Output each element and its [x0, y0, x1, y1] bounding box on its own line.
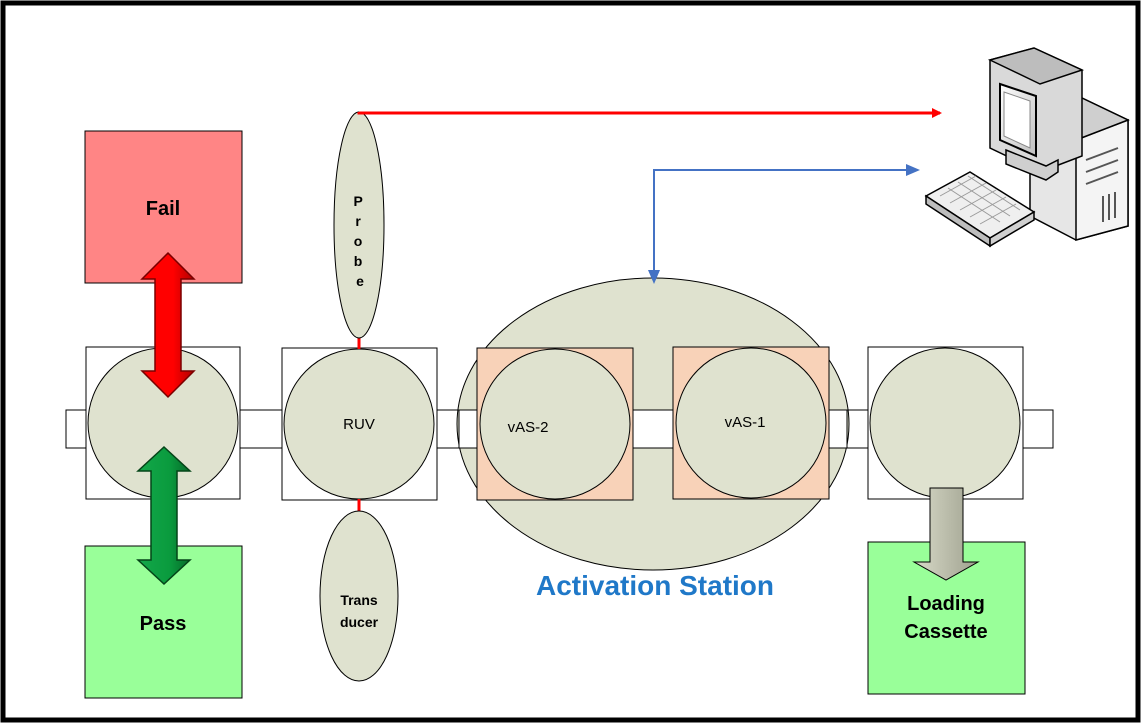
ruv-label: RUV — [343, 416, 375, 433]
pass-double-arrow — [136, 445, 192, 586]
pass-label: Pass — [140, 613, 187, 635]
loading-label-line1: Loading — [907, 593, 985, 615]
activation-signal-line — [653, 169, 910, 272]
activation-signal-arrowhead-right — [906, 164, 920, 176]
loading-label-line2: Cassette — [904, 621, 987, 643]
vas2-disc — [479, 348, 631, 500]
vas1-label: vAS-1 — [725, 414, 766, 431]
activation-station-label: Activation Station — [536, 570, 774, 601]
vas1-disc — [675, 347, 827, 499]
activation-signal-arrowhead-down — [648, 270, 660, 284]
desktop-computer-icon — [924, 47, 1130, 248]
transducer-ellipse — [319, 510, 399, 682]
fail-box — [84, 130, 243, 284]
loading-down-arrow — [912, 487, 980, 581]
transducer-label-line2: ducer — [340, 614, 379, 630]
fail-label: Fail — [146, 198, 180, 220]
vas2-label: vAS-2 — [508, 419, 549, 436]
fail-double-arrow — [140, 251, 196, 399]
probe-label: P r o b e — [354, 193, 367, 289]
output-station-disc — [869, 347, 1021, 499]
transducer-label-line1: Trans — [340, 592, 378, 608]
probe-signal-line — [357, 108, 942, 118]
